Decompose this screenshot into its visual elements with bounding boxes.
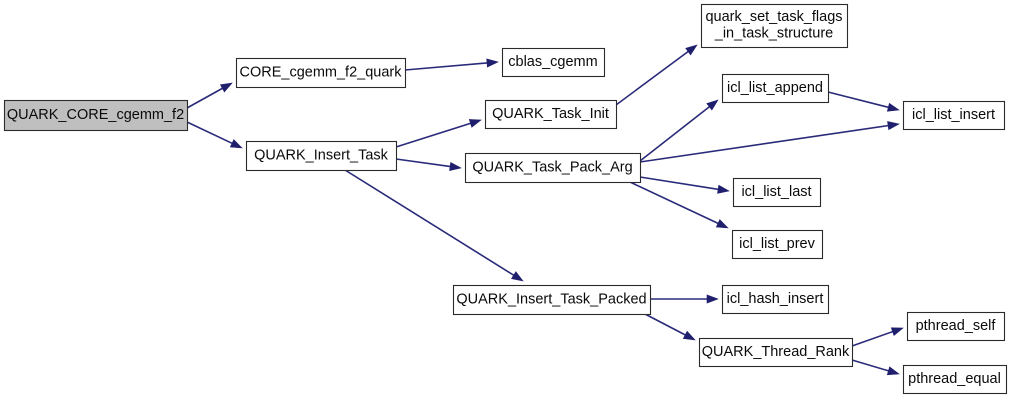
node-quark_thread_rank[interactable]: QUARK_Thread_Rank xyxy=(698,337,854,368)
edge-layer xyxy=(186,44,904,376)
edge-core_cgemm_f2_quark-to-cblas_cgemm xyxy=(404,58,499,71)
node-icl_list_append[interactable]: icl_list_append xyxy=(721,73,830,104)
node-label-quark_core_cgemm_f2: QUARK_CORE_cgemm_f2 xyxy=(7,107,184,123)
node-quark_insert_task[interactable]: QUARK_Insert_Task xyxy=(245,140,398,172)
node-label-quark_task_init: QUARK_Task_Init xyxy=(492,106,609,122)
edge-quark_task_pack_arg-to-icl_list_append xyxy=(639,99,719,162)
edge-quark_insert_task-to-quark_insert_task_packed xyxy=(344,169,524,282)
edge-quark_task_init-to-quark_set_task_flags_in_task_structure xyxy=(615,44,698,106)
node-label-icl_hash_insert: icl_hash_insert xyxy=(727,291,824,307)
edge-quark_thread_rank-to-pthread_self xyxy=(851,327,904,347)
node-label-icl_list_append: icl_list_append xyxy=(727,80,823,96)
node-label-quark_set_task_flags_in_task_structure: quark_set_task_flags xyxy=(705,9,842,25)
edge-quark_thread_rank-to-pthread_equal xyxy=(851,359,900,376)
node-icl_list_last[interactable]: icl_list_last xyxy=(732,177,822,208)
node-label-core_cgemm_f2_quark: CORE_cgemm_f2_quark xyxy=(240,64,403,80)
node-core_cgemm_f2_quark[interactable]: CORE_cgemm_f2_quark xyxy=(235,57,407,89)
node-quark_task_init[interactable]: QUARK_Task_Init xyxy=(484,99,618,130)
node-pthread_equal[interactable]: pthread_equal xyxy=(902,364,1008,395)
edge-icl_list_append-to-icl_list_insert xyxy=(827,91,900,112)
node-icl_list_insert[interactable]: icl_list_insert xyxy=(902,100,1006,131)
node-quark_task_pack_arg[interactable]: QUARK_Task_Pack_Arg xyxy=(464,152,642,184)
node-cblas_cgemm[interactable]: cblas_cgemm xyxy=(501,47,606,78)
node-pthread_self[interactable]: pthread_self xyxy=(906,311,1006,342)
node-label-icl_list_insert: icl_list_insert xyxy=(912,107,995,123)
edge-quark_insert_task-to-quark_task_pack_arg xyxy=(395,158,462,171)
node-label-quark_insert_task: QUARK_Insert_Task xyxy=(254,147,389,163)
edge-quark_task_pack_arg-to-icl_list_last xyxy=(639,176,730,194)
edge-quark_insert_task_packed-to-icl_hash_insert xyxy=(650,294,719,304)
edge-quark_core_cgemm_f2-to-core_cgemm_f2_quark xyxy=(186,82,233,109)
edge-quark_insert_task-to-quark_task_init xyxy=(395,119,482,148)
edge-quark_task_pack_arg-to-icl_list_prev xyxy=(629,181,729,229)
node-label-quark_thread_rank: QUARK_Thread_Rank xyxy=(702,344,850,360)
node-label-pthread_self: pthread_self xyxy=(916,318,997,334)
edge-quark_task_pack_arg-to-icl_list_insert xyxy=(639,121,900,163)
node-icl_hash_insert[interactable]: icl_hash_insert xyxy=(721,284,830,315)
node-label-icl_list_prev: icl_list_prev xyxy=(739,236,815,252)
node-label-quark_insert_task_packed: QUARK_Insert_Task_Packed xyxy=(456,291,646,307)
node-icl_list_prev[interactable]: icl_list_prev xyxy=(731,229,824,260)
node-label-quark_set_task_flags_in_task_structure: _in_task_structure xyxy=(714,26,833,42)
node-label-pthread_equal: pthread_equal xyxy=(908,371,1001,387)
node-layer: QUARK_CORE_cgemm_f2 CORE_cgemm_f2_quarkQU… xyxy=(3,3,1008,395)
edge-quark_core_cgemm_f2-to-quark_insert_task xyxy=(186,121,243,149)
node-quark_insert_task_packed[interactable]: QUARK_Insert_Task_Packed xyxy=(452,284,652,316)
node-quark_set_task_flags_in_task_structure[interactable]: quark_set_task_flags_in_task_structure xyxy=(700,3,849,49)
node-label-icl_list_last: icl_list_last xyxy=(741,184,811,200)
node-quark_core_cgemm_f2[interactable]: QUARK_CORE_cgemm_f2 xyxy=(3,99,189,132)
node-label-cblas_cgemm: cblas_cgemm xyxy=(508,54,597,70)
node-label-quark_task_pack_arg: QUARK_Task_Pack_Arg xyxy=(472,159,632,175)
edge-quark_insert_task_packed-to-quark_thread_rank xyxy=(644,313,696,341)
